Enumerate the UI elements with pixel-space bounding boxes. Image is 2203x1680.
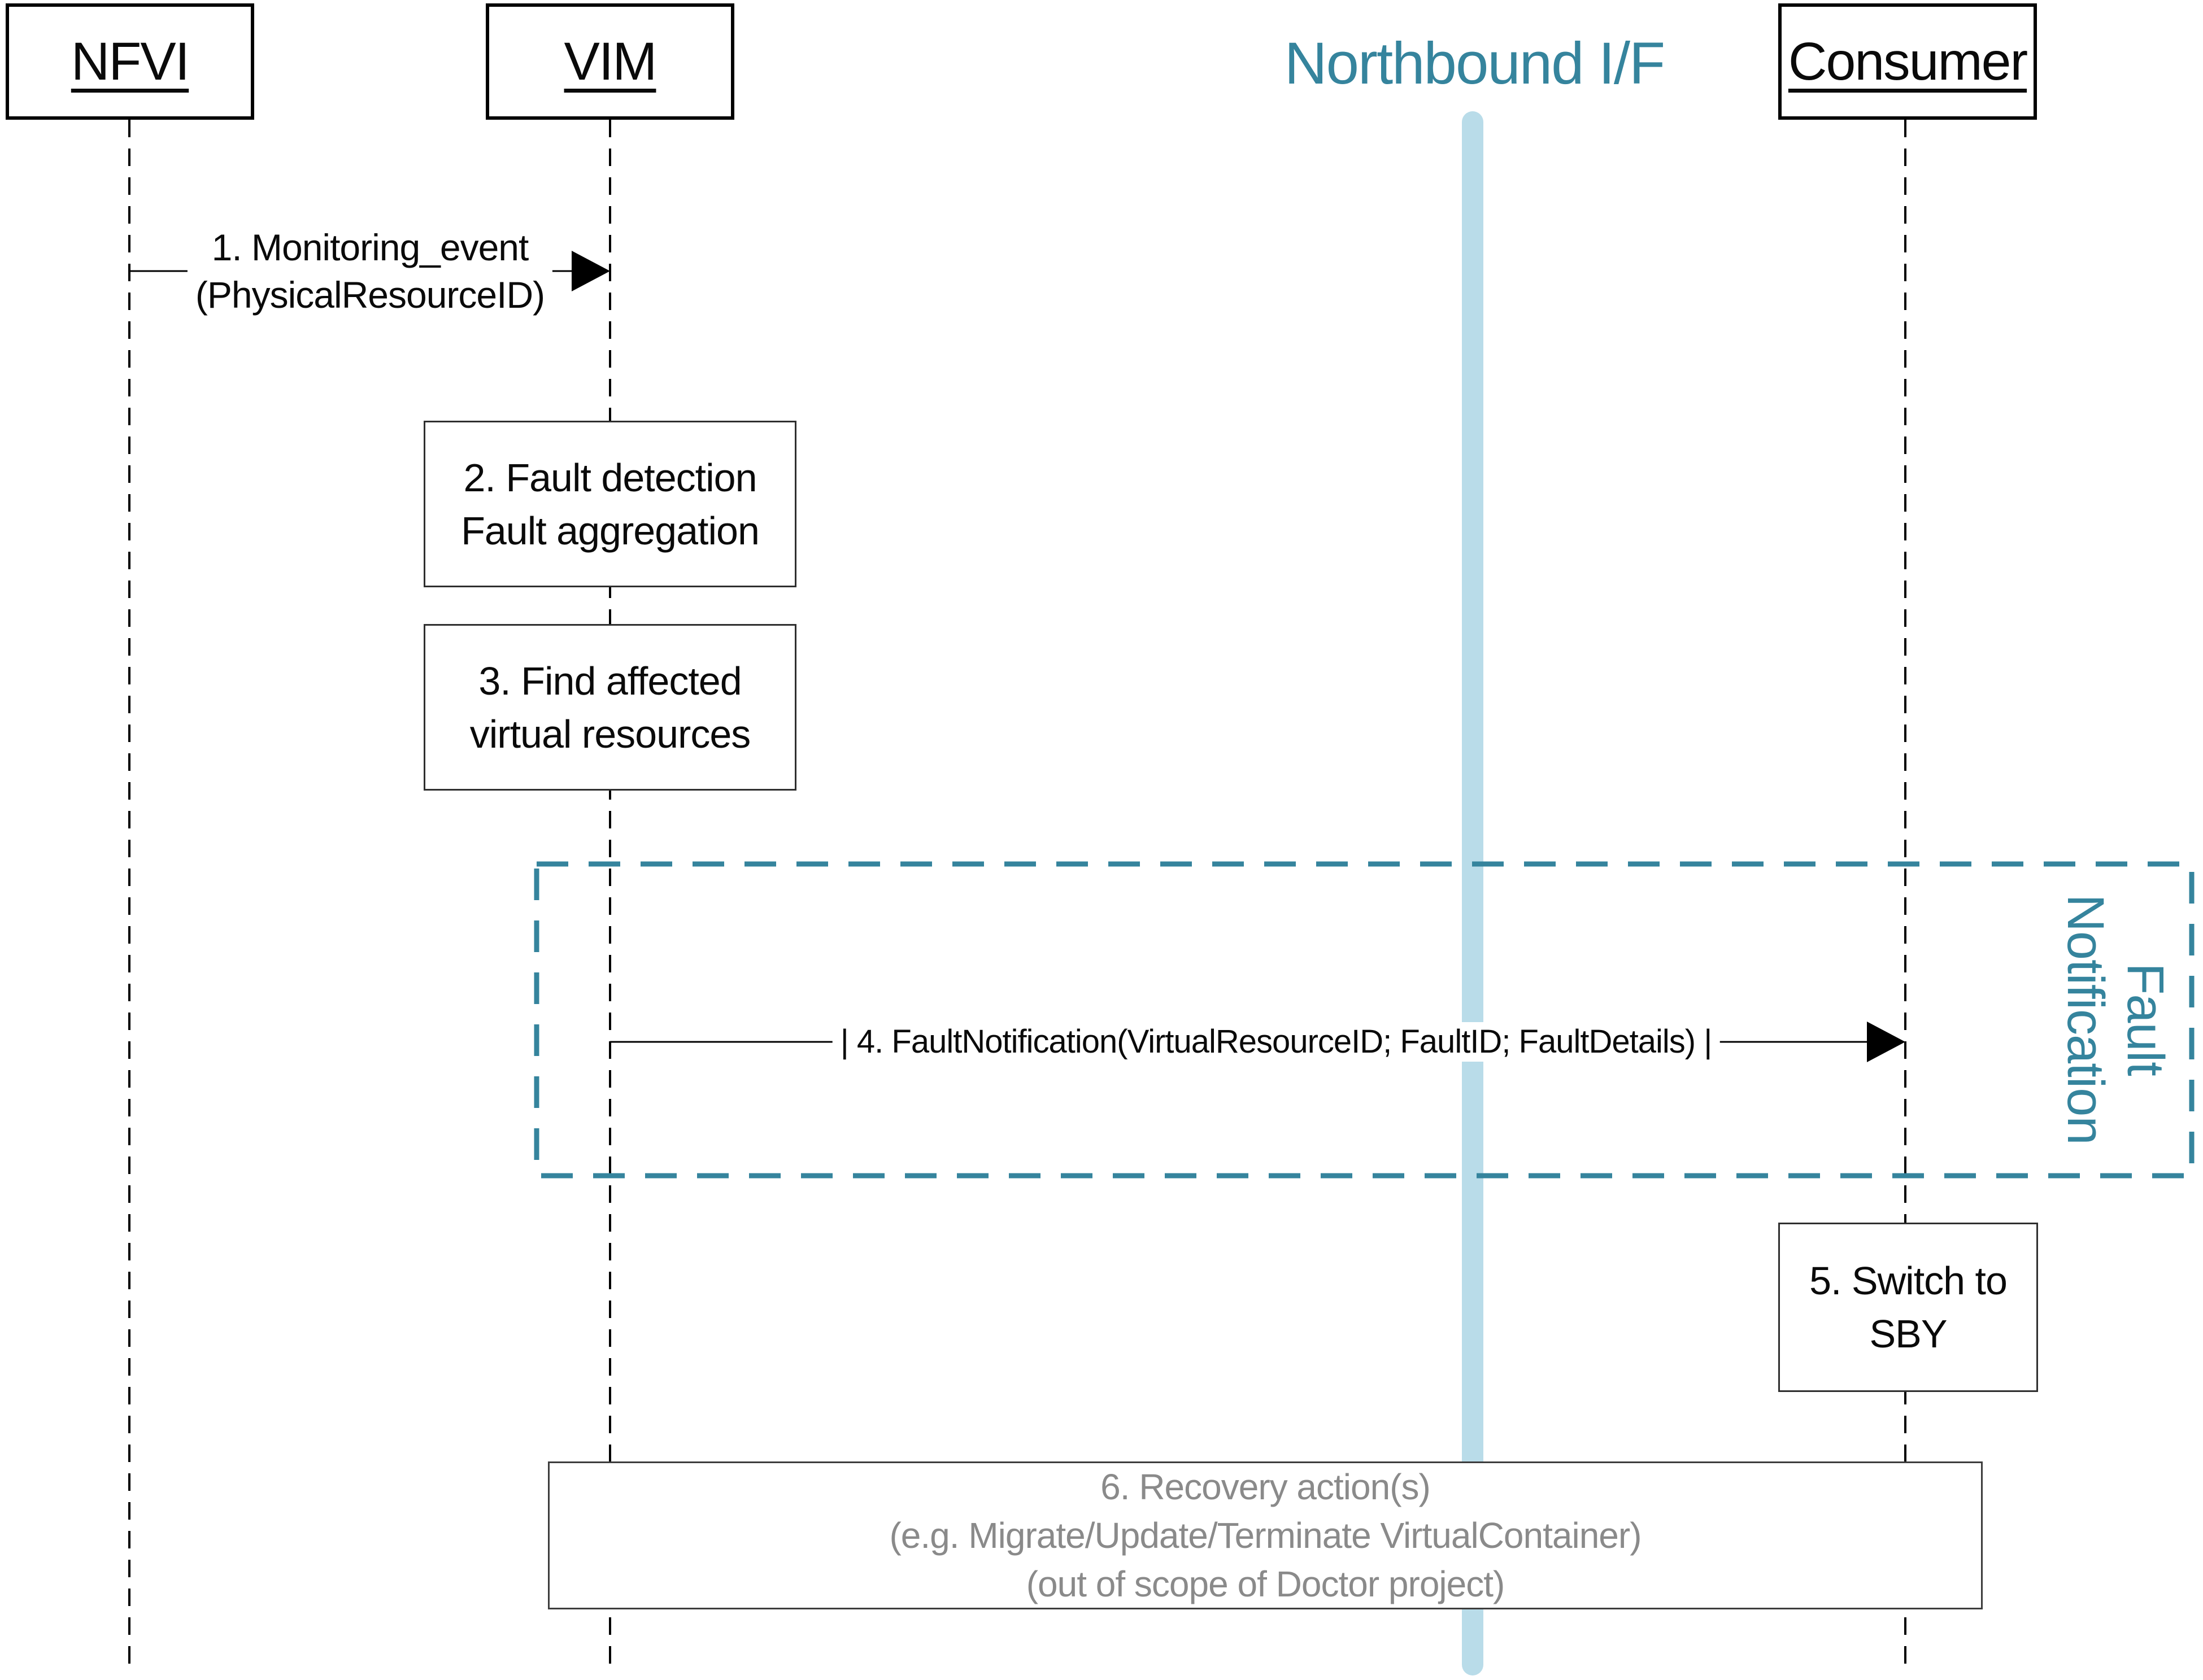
actor-label-nfvi: NFVI	[71, 31, 190, 91]
activity-6-line1: 6. Recovery action(s)	[1100, 1467, 1431, 1507]
fault-notification-frame-label: Fault Notification	[2056, 894, 2175, 1144]
activity-5-line1: 5. Switch to	[1809, 1259, 2008, 1303]
activity-5-line2: SBY	[1869, 1312, 1947, 1356]
message-1-label: 1. Monitoring_event (PhysicalResourceID)	[187, 224, 553, 318]
frame-label-line2: Notification	[2057, 894, 2114, 1145]
actor-label-consumer: Consumer	[1788, 31, 2028, 91]
activity-box-recovery-actions: 6. Recovery action(s) (e.g. Migrate/Upda…	[548, 1461, 1983, 1609]
activity-2-line2: Fault aggregation	[461, 508, 760, 553]
message-1-label-line1: 1. Monitoring_event	[211, 226, 529, 268]
northbound-interface-bar	[1462, 111, 1483, 1675]
message-4-arrowhead	[1867, 1022, 1905, 1062]
message-1-label-line2: (PhysicalResourceID)	[195, 274, 545, 316]
activity-box-fault-detection: 2. Fault detection Fault aggregation	[424, 421, 796, 587]
northbound-interface-title: Northbound I/F	[1284, 30, 1665, 97]
message-4-label: | 4. FaultNotification(VirtualResourceID…	[832, 1022, 1720, 1062]
actor-label-vim: VIM	[564, 31, 658, 91]
actor-box-vim: VIM	[486, 3, 734, 120]
activity-2-line1: 2. Fault detection	[463, 455, 757, 500]
activity-box-find-affected: 3. Find affected virtual resources	[424, 624, 796, 791]
activity-box-switch-to-sby: 5. Switch to SBY	[1778, 1223, 2038, 1392]
activity-6-line2: (e.g. Migrate/Update/Terminate VirtualCo…	[889, 1515, 1642, 1556]
fault-notification-frame	[534, 861, 2195, 1179]
activity-6-line3: (out of scope of Doctor project)	[1026, 1564, 1505, 1604]
actor-box-nfvi: NFVI	[6, 3, 254, 120]
message-1-arrowhead	[572, 251, 610, 291]
activity-3-line1: 3. Find affected	[478, 658, 742, 703]
frame-label-line1: Fault	[2117, 963, 2174, 1076]
activity-3-line2: virtual resources	[469, 712, 751, 756]
actor-box-consumer: Consumer	[1778, 3, 2037, 120]
